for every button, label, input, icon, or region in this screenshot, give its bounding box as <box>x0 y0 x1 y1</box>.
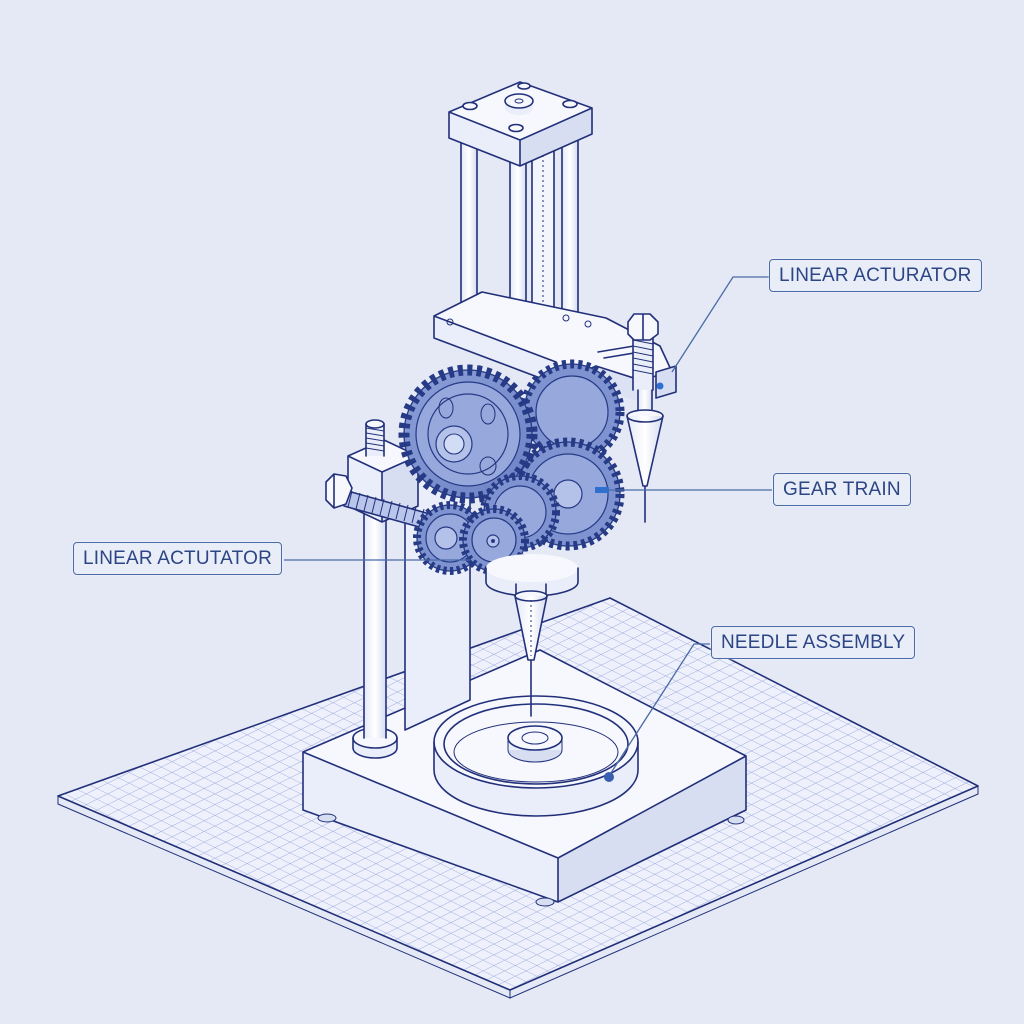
callout-linear-actuator-left: LINEAR ACTUTATOR <box>73 542 283 575</box>
top-cap <box>448 81 593 167</box>
actuator-marker-dot <box>656 382 664 390</box>
needle-assembly-marker-dot <box>604 772 614 782</box>
work-dish <box>433 695 639 817</box>
right-actuator <box>626 313 677 523</box>
gear-main <box>398 364 538 504</box>
callout-gear-train: GEAR TRAIN <box>773 473 911 506</box>
leader-lines <box>284 276 772 782</box>
callout-label: LINEAR ACTURATOR <box>779 265 972 286</box>
callout-needle-assembly: NEEDLE ASSEMBLY <box>711 626 916 659</box>
callout-label: GEAR TRAIN <box>783 479 901 500</box>
callout-label: LINEAR ACTUTATOR <box>83 548 273 569</box>
leader-needle-assembly <box>608 643 710 777</box>
guide-rods <box>460 139 579 341</box>
spring-icon <box>365 419 385 457</box>
left-clamp <box>325 419 431 531</box>
callout-linear-actuator-right: LINEAR ACTURATOR <box>769 259 982 292</box>
leader-linear-actuator-right <box>671 276 770 373</box>
gear-marker <box>595 487 609 493</box>
callout-label: NEEDLE ASSEMBLY <box>721 632 906 653</box>
gear-small-center <box>459 505 529 575</box>
adjustment-screw <box>325 473 431 531</box>
needle-assembly <box>485 554 579 717</box>
gear-train <box>398 359 625 575</box>
